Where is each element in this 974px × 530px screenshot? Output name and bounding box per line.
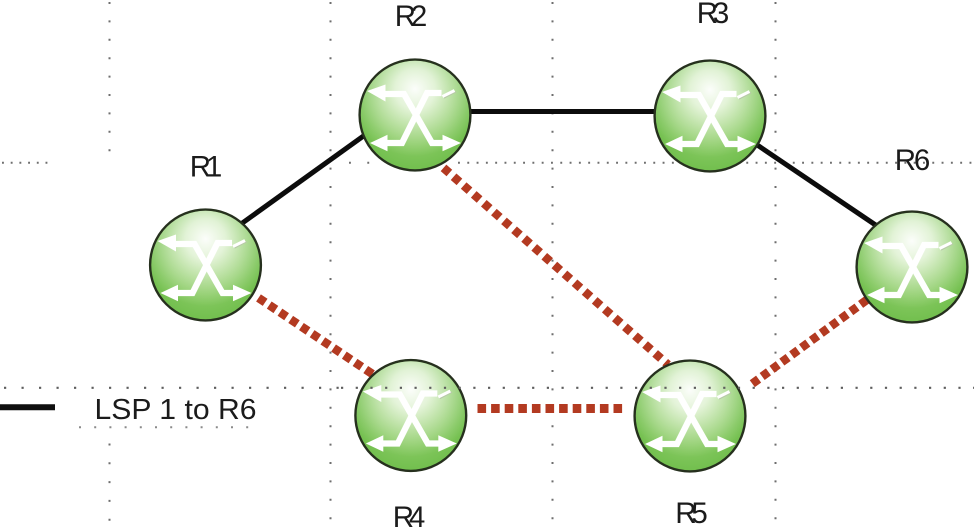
svg-text:LSP 1 to R6: LSP 1 to R6 [95, 394, 257, 426]
svg-text:R3: R3 [697, 0, 730, 30]
svg-text:R5: R5 [675, 497, 708, 530]
svg-text:R1: R1 [190, 151, 223, 184]
svg-text:R6: R6 [895, 144, 931, 177]
svg-text:R2: R2 [395, 0, 428, 33]
svg-text:R4: R4 [393, 501, 426, 530]
